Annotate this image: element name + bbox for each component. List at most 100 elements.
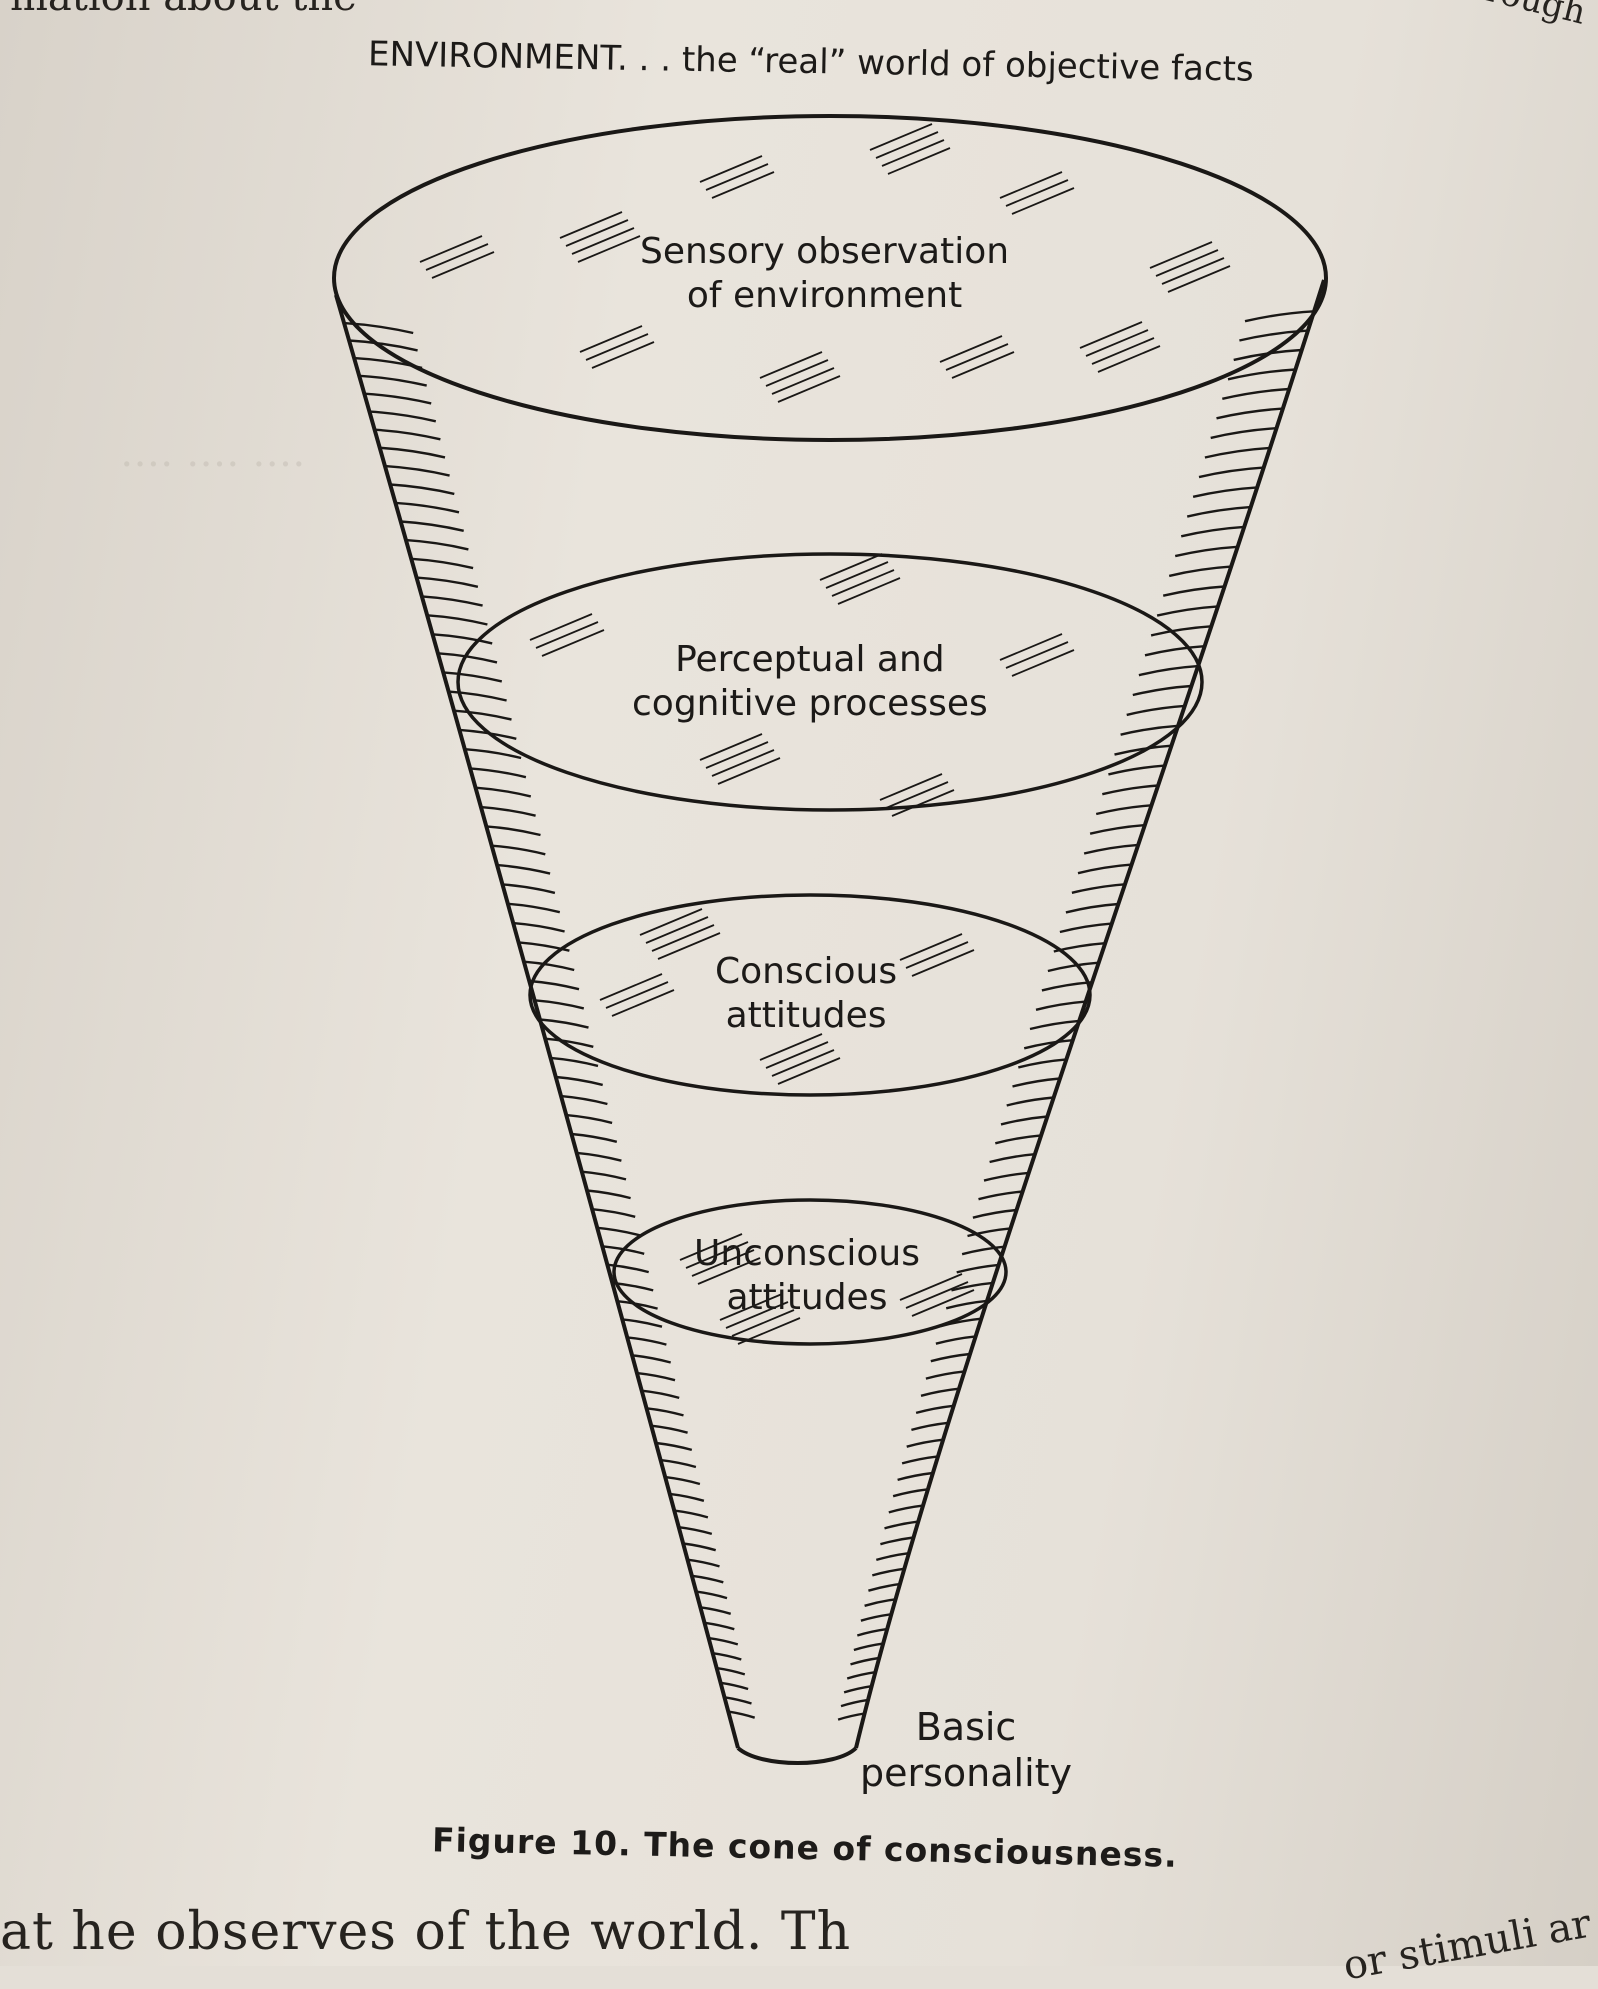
surface-dash [911, 949, 975, 977]
hatch-stroke-left [631, 1354, 672, 1364]
surface-dash [869, 123, 933, 151]
surface-dash [711, 749, 775, 777]
hatch-stroke-right [945, 1299, 988, 1310]
hatch-stroke-right [1132, 684, 1192, 697]
label-basic-personality: Basic personality [860, 1704, 1072, 1797]
hatch-stroke-left [437, 652, 498, 664]
surface-dash [585, 333, 649, 361]
surface-dash [685, 1241, 749, 1269]
hatch-stroke-right [843, 1685, 872, 1694]
hatch-stroke-right [1174, 545, 1238, 558]
surface-dash [1097, 345, 1161, 373]
hatch-stroke-right [983, 1171, 1029, 1182]
hatch-stroke-right [875, 1552, 909, 1562]
hatch-stroke-left [560, 1094, 608, 1106]
hatch-stroke-right [972, 1208, 1017, 1219]
hatch-stroke-left [678, 1526, 713, 1536]
hatch-stroke-left [427, 614, 488, 626]
hatch-stroke-left [374, 428, 441, 441]
surface-dash [1005, 179, 1069, 207]
surface-dash [759, 1033, 823, 1061]
hatch-stroke-right [871, 1567, 905, 1577]
hatch-stroke-left [529, 979, 580, 991]
hatch-stroke-left [379, 446, 446, 459]
surface-dash [1091, 337, 1155, 365]
surface-dash [579, 325, 643, 353]
surface-dash [771, 1049, 835, 1077]
hatch-stroke-right [920, 1387, 960, 1397]
hatch-stroke-left [545, 1037, 594, 1048]
hatch-stroke-left [712, 1652, 742, 1661]
hatch-stroke-left [395, 501, 460, 514]
hatch-stroke-left [728, 1710, 756, 1719]
hatch-stroke-right [888, 1504, 924, 1514]
hatch-stroke-left [405, 538, 469, 551]
hatch-stroke-right [1047, 961, 1099, 973]
label-unconscious-line-2: attitudes [726, 1276, 888, 1318]
surface-dash [565, 219, 629, 247]
hatch-stroke-left [534, 999, 585, 1010]
hatch-stroke-left [400, 520, 464, 532]
ellipse-conscious-attitudes [528, 893, 1092, 1097]
surface-dash [697, 1257, 761, 1285]
hatch-stroke-left [507, 902, 561, 914]
hatch-stroke-right [1071, 883, 1126, 894]
hatch-stroke-right [1000, 1115, 1048, 1126]
hatch-stroke-left [411, 557, 474, 570]
surface-dash [691, 1249, 755, 1277]
hatch-stroke-right [989, 1153, 1036, 1164]
hatch-stroke-left [687, 1558, 720, 1568]
surface-dash [599, 973, 663, 1001]
hatch-stroke-right [1244, 310, 1315, 323]
surface-dash [577, 235, 641, 263]
hatch-stroke-right [868, 1582, 900, 1592]
surface-dash [911, 1289, 975, 1317]
hatch-stroke-left [443, 671, 503, 683]
surface-dash [591, 341, 655, 369]
hatch-stroke-left [700, 1606, 732, 1615]
hatch-stroke-left [691, 1574, 724, 1584]
surface-dash [705, 741, 769, 769]
hatch-stroke-right [864, 1598, 896, 1607]
surface-dash [885, 781, 949, 809]
cone-tip [736, 1746, 858, 1765]
label-conscious-line-2: attitudes [725, 994, 887, 1036]
label-sensory-line-2: of environment [686, 274, 963, 316]
hatch-stroke-left [597, 1226, 641, 1237]
hatch-stroke-right [837, 1712, 865, 1721]
surface-dash [831, 569, 895, 597]
surface-dash [425, 243, 489, 271]
hatch-stroke-left [586, 1189, 631, 1200]
surface-dash [999, 171, 1063, 199]
hatch-stroke-right [951, 1281, 993, 1292]
hatch-stroke-left [571, 1132, 618, 1143]
hatch-stroke-left [491, 844, 546, 856]
hatch-stroke-left [651, 1424, 688, 1434]
hatch-stroke-left [513, 921, 565, 933]
hatch-stroke-right [1059, 922, 1112, 934]
surface-dash [777, 375, 841, 403]
surface-dash [777, 1057, 841, 1085]
hatch-stroke-right [1120, 724, 1179, 736]
surface-dash [725, 1301, 789, 1329]
hatch-stroke-right [1138, 664, 1199, 677]
surface-dash [1011, 649, 1075, 677]
hatch-stroke-left [708, 1636, 739, 1646]
body-text-fragment-bottom-left: at he observes of the world. Th [0, 1902, 852, 1962]
hatch-stroke-right [1018, 1058, 1067, 1069]
hatch-stroke-right [961, 1245, 1005, 1256]
label-perceptual-line-2: cognitive processes [632, 682, 988, 724]
hatch-stroke-right [1126, 704, 1185, 717]
hatch-stroke-right [1095, 804, 1152, 816]
surface-dash [419, 235, 483, 263]
hatch-stroke-right [935, 1335, 976, 1345]
hatch-stroke-left [453, 709, 512, 721]
surface-dash [431, 251, 495, 279]
hatch-stroke-left [576, 1151, 622, 1162]
surface-dash [905, 1281, 969, 1309]
hatch-stroke-left [432, 633, 493, 645]
hatch-stroke-right [956, 1263, 999, 1274]
surface-dash [765, 359, 829, 387]
hatch-stroke-left [655, 1441, 693, 1452]
